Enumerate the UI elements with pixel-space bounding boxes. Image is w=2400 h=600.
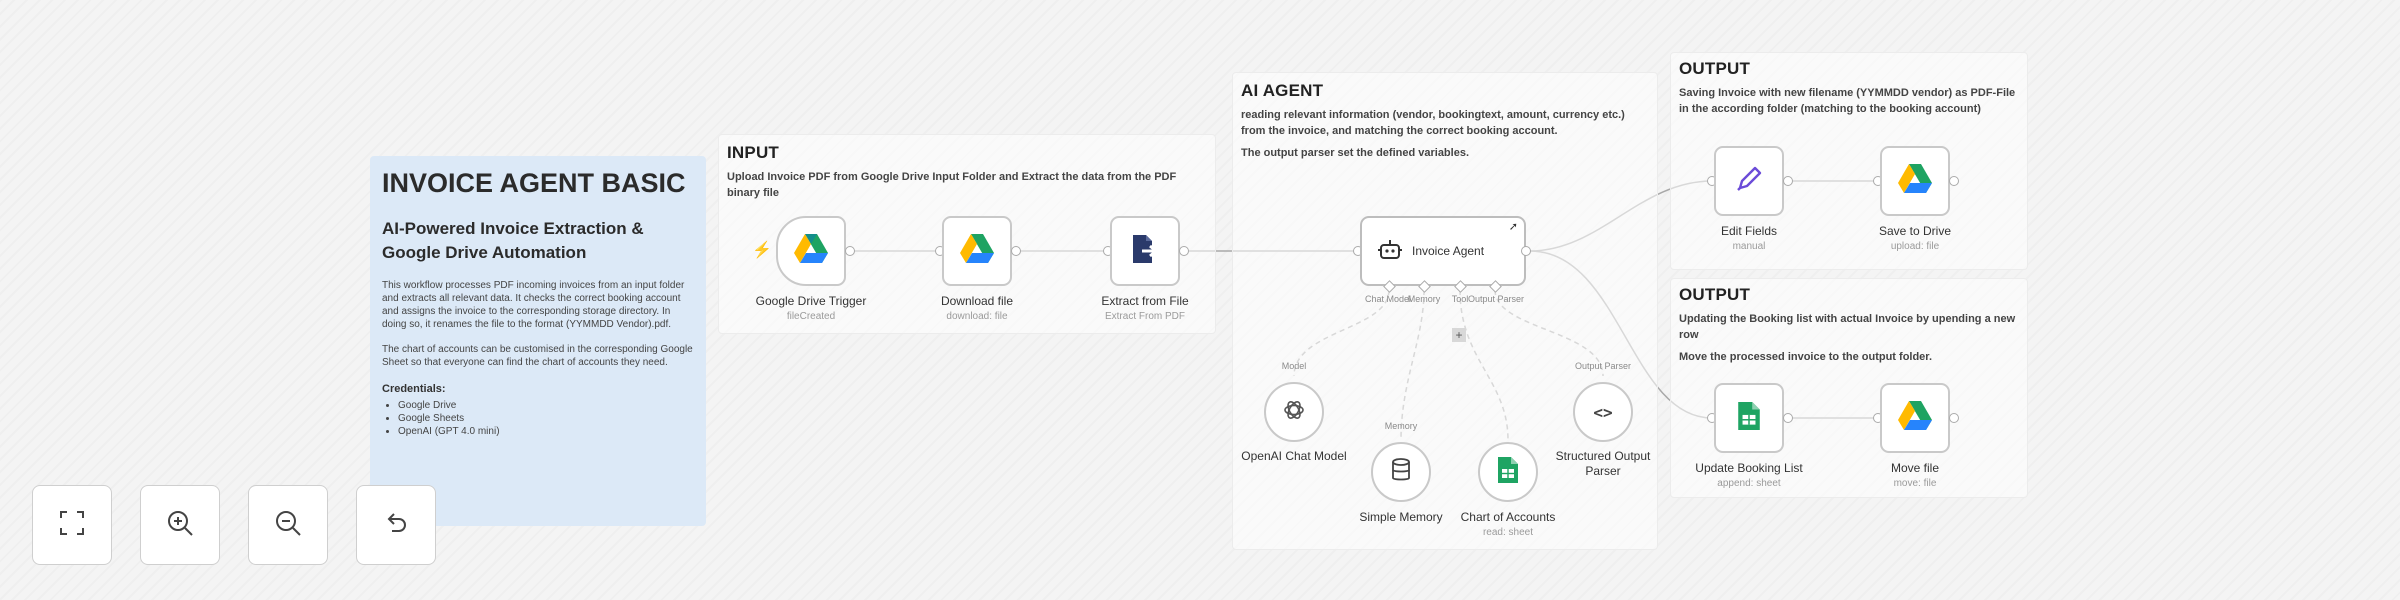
- zoom-in-icon: [165, 508, 195, 543]
- output-port[interactable]: [1783, 176, 1793, 186]
- port-label: Chat Model: [1364, 294, 1412, 304]
- input-note-title: INPUT: [727, 143, 779, 162]
- output-port[interactable]: [1011, 246, 1021, 256]
- main-description-note: INVOICE AGENT BASIC AI-Powered Invoice E…: [370, 156, 706, 526]
- google-drive-icon: [960, 233, 994, 269]
- output-port[interactable]: [1521, 246, 1531, 256]
- main-note-paragraph-1: This workflow processes PDF incoming inv…: [382, 280, 685, 330]
- node-label: Update Booking List: [1695, 461, 1803, 475]
- main-note-subtitle: AI-Powered Invoice Extraction & Google D…: [382, 219, 644, 262]
- port-label: Output Parser: [1574, 361, 1632, 371]
- structured-output-parser-node[interactable]: <>: [1573, 382, 1633, 442]
- node-sublabel: Extract From PDF: [1104, 311, 1185, 322]
- output-booking-note-text-1: Updating the Booking list with actual In…: [1679, 313, 2016, 341]
- move-file-node[interactable]: [1880, 383, 1950, 453]
- google-sheets-icon: [1738, 401, 1760, 435]
- add-tool-button[interactable]: +: [1452, 328, 1466, 342]
- node-sublabel: download: file: [946, 311, 1008, 322]
- output-port[interactable]: [1949, 176, 1959, 186]
- node-sublabel: move: file: [1893, 478, 1937, 489]
- main-note-paragraph-2: The chart of accounts can be customised …: [382, 344, 693, 368]
- credential-item: Google Drive: [398, 399, 694, 412]
- node-label: Save to Drive: [1878, 224, 1952, 238]
- node-label: Google Drive Trigger: [755, 294, 867, 308]
- output-save-note-text: Saving Invoice with new filename (YYMMDD…: [1679, 87, 2016, 115]
- output-port[interactable]: [1783, 413, 1793, 423]
- output-port[interactable]: [1179, 246, 1189, 256]
- google-sheets-icon: [1498, 456, 1518, 488]
- port-label: Model: [1281, 361, 1307, 371]
- google-drive-icon: [1898, 163, 1932, 199]
- node-label: Edit Fields: [1720, 224, 1778, 238]
- output-port[interactable]: [845, 246, 855, 256]
- fullscreen-icon: [57, 508, 87, 543]
- output-booking-note-text-2: Move the processed invoice to the output…: [1679, 351, 1933, 363]
- update-booking-list-node[interactable]: [1714, 383, 1784, 453]
- credentials-heading: Credentials:: [382, 383, 446, 395]
- input-note-text: Upload Invoice PDF from Google Drive Inp…: [727, 171, 1177, 199]
- ai-agent-note-text-1: reading relevant information (vendor, bo…: [1241, 109, 1625, 137]
- openai-chat-model-node[interactable]: [1264, 382, 1324, 442]
- output-save-note-title: OUTPUT: [1679, 59, 1751, 78]
- zoom-out-icon: [273, 508, 303, 543]
- pencil-icon: [1734, 164, 1764, 199]
- invoice-agent-node[interactable]: Invoice Agent ➚: [1360, 216, 1526, 286]
- robot-icon: [1378, 239, 1402, 264]
- google-drive-icon: [1898, 400, 1932, 436]
- edit-fields-node[interactable]: [1714, 146, 1784, 216]
- ai-agent-note: AI AGENT reading relevant information (v…: [1232, 72, 1658, 550]
- node-label: Invoice Agent: [1412, 244, 1485, 258]
- zoom-out-button[interactable]: [248, 485, 328, 565]
- node-sublabel: read: sheet: [1482, 527, 1534, 538]
- chart-of-accounts-node[interactable]: [1478, 442, 1538, 502]
- download-file-node[interactable]: [942, 216, 1012, 286]
- credential-item: OpenAI (GPT 4.0 mini): [398, 425, 694, 438]
- file-export-icon: [1130, 233, 1160, 270]
- node-sublabel: upload: file: [1890, 241, 1940, 252]
- credential-item: Google Sheets: [398, 412, 694, 425]
- node-sublabel: append: sheet: [1717, 478, 1781, 489]
- port-label: Output Parser: [1468, 294, 1525, 304]
- undo-icon: [381, 508, 411, 543]
- zoom-in-button[interactable]: [140, 485, 220, 565]
- openai-icon: [1282, 398, 1306, 427]
- google-drive-icon: [794, 233, 828, 269]
- credentials-list: Google Drive Google Sheets OpenAI (GPT 4…: [382, 399, 694, 438]
- fit-view-button[interactable]: [32, 485, 112, 565]
- node-label: Structured Output Parser: [1555, 449, 1651, 478]
- code-brackets-icon: <>: [1593, 402, 1613, 422]
- reset-zoom-button[interactable]: [356, 485, 436, 565]
- port-label: Memory: [1407, 294, 1441, 304]
- node-label: Chart of Accounts: [1460, 510, 1556, 524]
- ai-agent-note-text-2: The output parser set the defined variab…: [1241, 147, 1469, 159]
- port-label: Tool: [1451, 294, 1469, 304]
- port-label: Memory: [1384, 421, 1418, 431]
- node-label: Simple Memory: [1359, 510, 1443, 524]
- node-sublabel: manual: [1732, 241, 1766, 252]
- node-sublabel: fileCreated: [786, 311, 836, 322]
- output-booking-note-title: OUTPUT: [1679, 285, 1751, 304]
- database-icon: [1391, 457, 1411, 487]
- output-port[interactable]: [1949, 413, 1959, 423]
- open-arrow-icon: ➚: [1508, 221, 1518, 233]
- google-drive-trigger-node[interactable]: [776, 216, 846, 286]
- trigger-bolt-icon: ⚡: [752, 242, 772, 259]
- node-label: Extract from File: [1101, 294, 1189, 308]
- node-label: OpenAI Chat Model: [1241, 449, 1347, 463]
- save-to-drive-node[interactable]: [1880, 146, 1950, 216]
- main-note-title: INVOICE AGENT BASIC: [382, 168, 686, 198]
- extract-from-file-node[interactable]: [1110, 216, 1180, 286]
- ai-agent-note-title: AI AGENT: [1241, 81, 1324, 100]
- node-label: Download file: [940, 294, 1014, 308]
- node-label: Move file: [1890, 461, 1940, 475]
- simple-memory-node[interactable]: [1371, 442, 1431, 502]
